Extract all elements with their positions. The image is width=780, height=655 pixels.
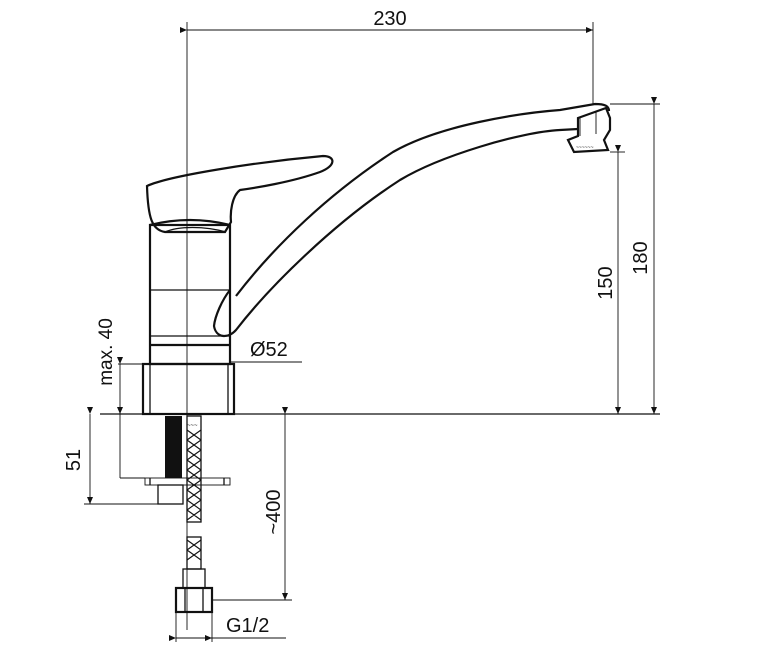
dimension-51: 51 [63, 407, 158, 505]
dimension-150-label: 150 [595, 266, 617, 299]
aerator-mark: ~~~~~~ [576, 145, 594, 151]
hose-mark: ~~~ [187, 423, 198, 429]
flexible-hose: ~~~ [174, 415, 214, 614]
dimension-150: 150 [595, 145, 625, 414]
hose-nut [174, 586, 214, 614]
dimension-230: 230 [180, 8, 594, 104]
dimension-230-label: 230 [373, 8, 406, 30]
dimension-180-label: 180 [630, 241, 652, 274]
dimension-400-label: ~400 [263, 489, 285, 534]
dimension-400: ~400 [212, 407, 292, 601]
dimension-thread-label: G1/2 [226, 615, 269, 637]
dimension-51-label: 51 [63, 449, 85, 471]
dimension-diameter: Ø52 [230, 339, 302, 363]
dimension-max40-label: max. 40 [96, 318, 117, 386]
dimension-max40: max. 40 [96, 318, 145, 479]
dimension-thread: G1/2 [169, 612, 286, 642]
base-flange [141, 362, 236, 416]
spout-outlet [566, 106, 612, 154]
threaded-rod [165, 416, 182, 478]
body-cylinder [148, 223, 232, 366]
spout [212, 127, 579, 337]
dimension-180: 180 [610, 97, 660, 414]
dimension-diameter-label: Ø52 [250, 339, 288, 361]
faucet-body [141, 218, 236, 416]
